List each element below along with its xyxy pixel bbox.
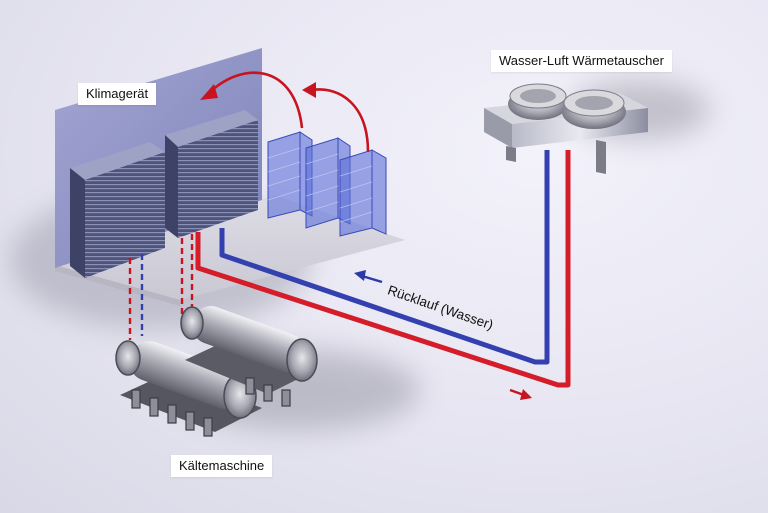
- heat-exchanger: [484, 83, 648, 174]
- chiller-unit-front: [115, 340, 262, 437]
- curved-arrow-icon: [209, 71, 304, 129]
- chiller-unit-back: [180, 306, 318, 407]
- return-pipe: [219, 150, 550, 365]
- heat-exchanger-label: Wasser-Luft Wärmetauscher: [491, 50, 672, 72]
- arrow-right-icon: [509, 388, 532, 400]
- air-handler-label: Klimagerät: [78, 83, 157, 105]
- curved-arrow-head: [200, 84, 218, 100]
- curved-arrow-icon: [311, 88, 370, 153]
- chiller-label: Kältemaschine: [171, 455, 273, 477]
- fan-icon: [508, 83, 568, 120]
- arrow-left-icon: [354, 270, 383, 284]
- coil-unit-left: [70, 142, 165, 278]
- curved-arrow-head: [302, 82, 316, 98]
- supply-pipe: [195, 150, 571, 388]
- fan-icon: [562, 89, 626, 129]
- server-racks: [267, 131, 387, 237]
- coil-unit-right: [165, 110, 258, 238]
